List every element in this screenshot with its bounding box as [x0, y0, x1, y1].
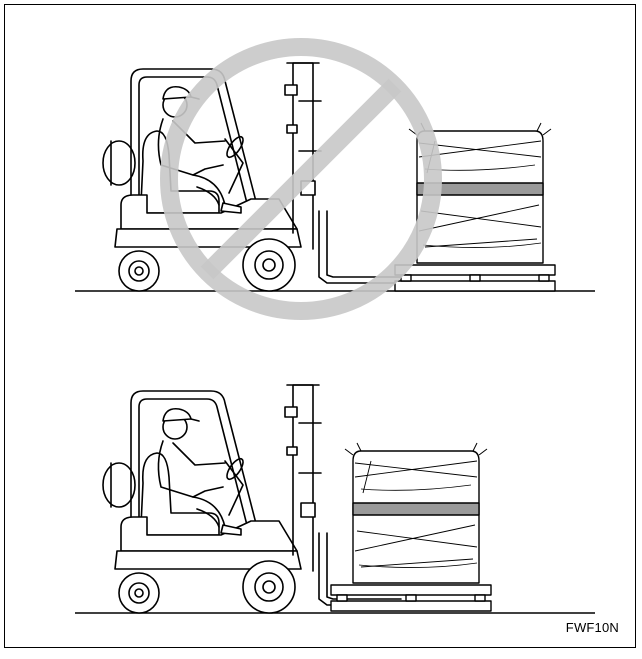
bottom-panel	[75, 385, 595, 613]
forklift-diagram	[5, 5, 642, 659]
pallet-load	[331, 443, 491, 611]
figure-frame: FWF10N	[4, 4, 636, 648]
no-entry-circle-icon	[169, 47, 433, 311]
forklift	[103, 63, 401, 291]
pallet-load	[395, 123, 555, 291]
figure-code-label: FWF10N	[566, 620, 619, 635]
top-panel	[75, 47, 595, 311]
